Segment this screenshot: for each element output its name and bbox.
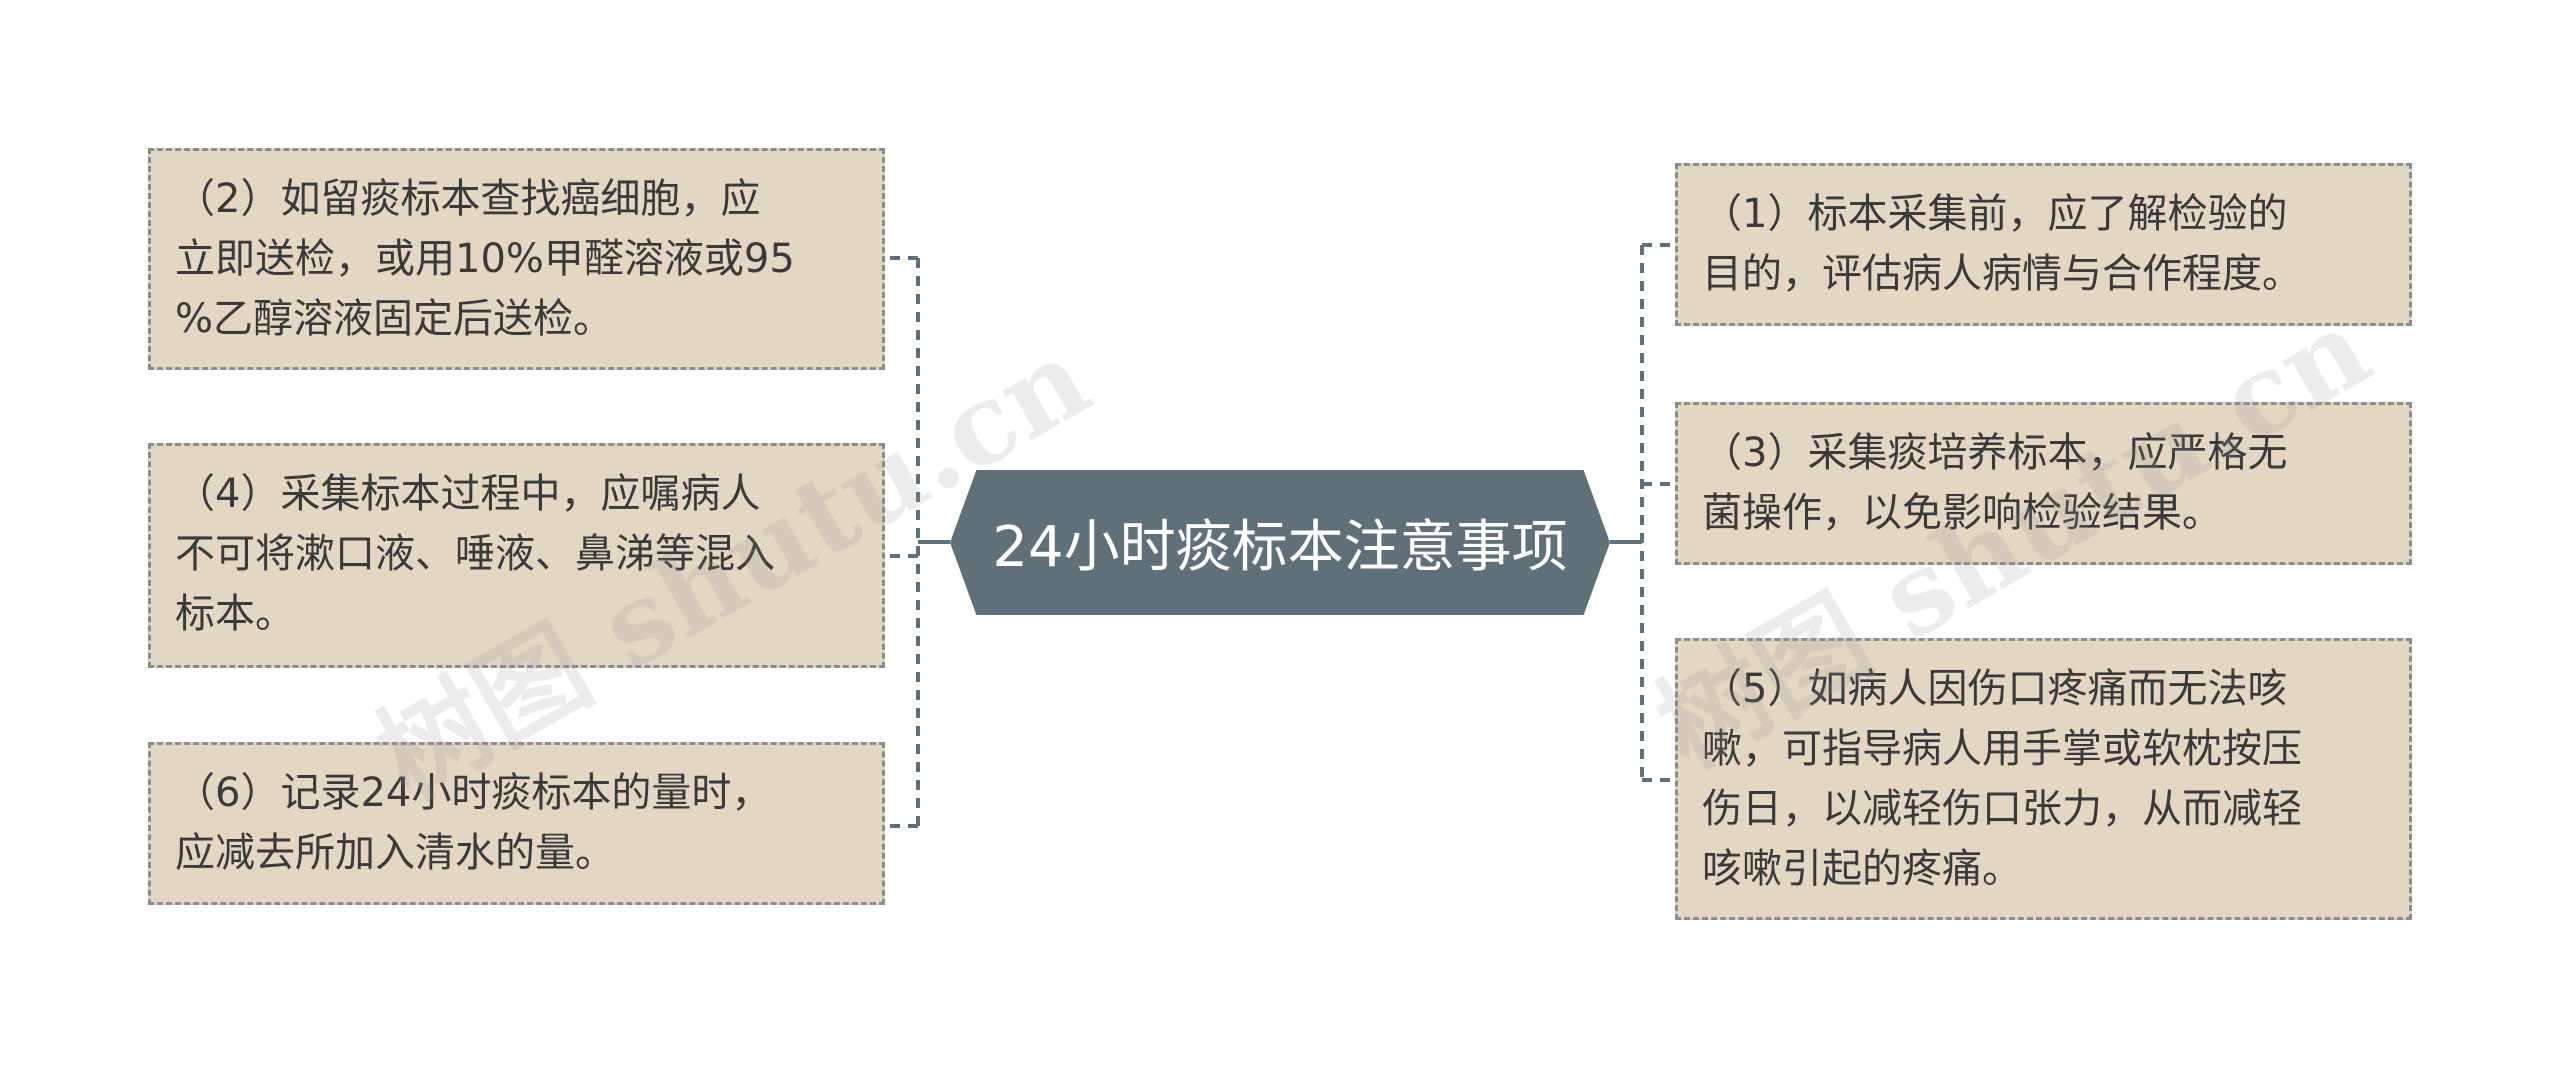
central-topic-label: 24小时痰标本注意事项 (992, 515, 1568, 580)
topic-node-5[interactable]: （5）如病人因伤口疼痛而无法咳 嗽，可指导病人用手掌或软枕按压 伤日，以减轻伤口… (1675, 638, 2412, 920)
topic-node-2[interactable]: （2）如留痰标本查找癌细胞，应 立即送检，或用10%甲醛溶液或95 %乙醇溶液固… (148, 148, 885, 370)
topic-node-3[interactable]: （3）采集痰培养标本，应严格无 菌操作，以免影响检验结果。 (1675, 402, 2412, 565)
topic-node-1[interactable]: （1）标本采集前，应了解检验的 目的，评估病人病情与合作程度。 (1675, 163, 2412, 326)
topic-node-4[interactable]: （4）采集标本过程中，应嘱病人 不可将漱口液、唾液、鼻涕等混入 标本。 (148, 443, 885, 668)
central-topic[interactable]: 24小时痰标本注意事项 (950, 470, 1610, 615)
topic-node-6[interactable]: （6）记录24小时痰标本的量时， 应减去所加入清水的量。 (148, 742, 885, 905)
